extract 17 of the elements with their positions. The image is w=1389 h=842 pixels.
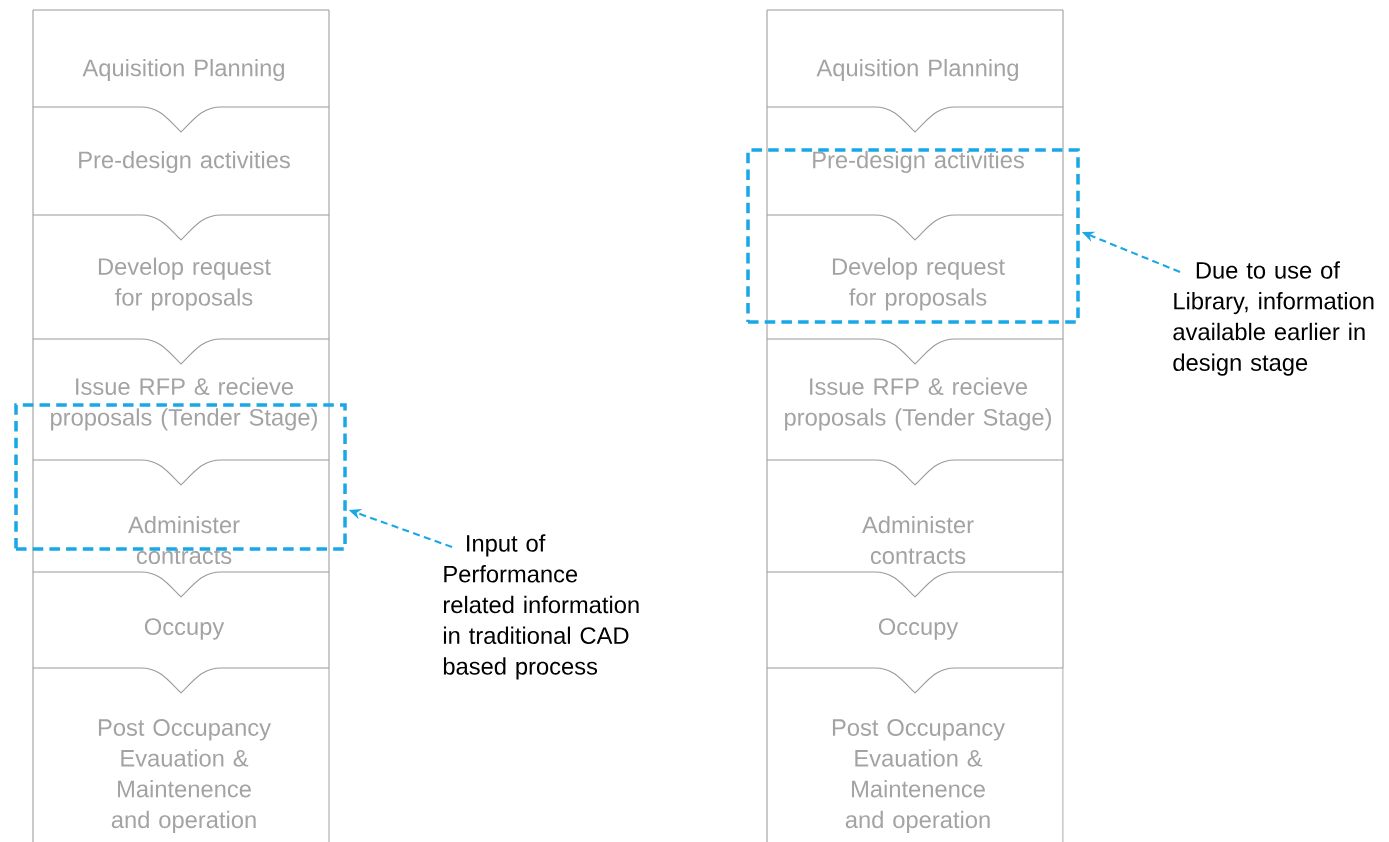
annotation-text: Input of Performance related information in traditional CAD based process bbox=[443, 534, 639, 680]
stage-box: Post Occupancy Evauation & Maintenence and operation bbox=[766, 667, 1064, 842]
stage-box: Aquisition Planning bbox=[32, 9, 330, 108]
stage-box: Pre-design activities bbox=[32, 106, 330, 216]
stage-box: Issue RFP & recieve proposals (Tender Stage) bbox=[32, 338, 330, 461]
stage-box: Develop request for proposals bbox=[766, 214, 1064, 340]
stage-box: Develop request for proposals bbox=[32, 214, 330, 340]
stage-box: Occupy bbox=[32, 571, 330, 669]
dashed-box bbox=[746, 148, 1080, 324]
annotation-text: Due to use of Library, information available earlier in design stage bbox=[1173, 261, 1374, 376]
stage-box: Post Occupancy Evauation & Maintenence and operation bbox=[32, 667, 330, 842]
stage-box: Administer contracts bbox=[766, 459, 1064, 573]
stage-box: Aquisition Planning bbox=[766, 9, 1064, 108]
stage-box: Pre-design activities bbox=[766, 106, 1064, 216]
stage-box: Issue RFP & recieve proposals (Tender Stage) bbox=[766, 338, 1064, 461]
stage-box: Administer contracts bbox=[32, 459, 330, 573]
stage-box: Occupy bbox=[766, 571, 1064, 669]
